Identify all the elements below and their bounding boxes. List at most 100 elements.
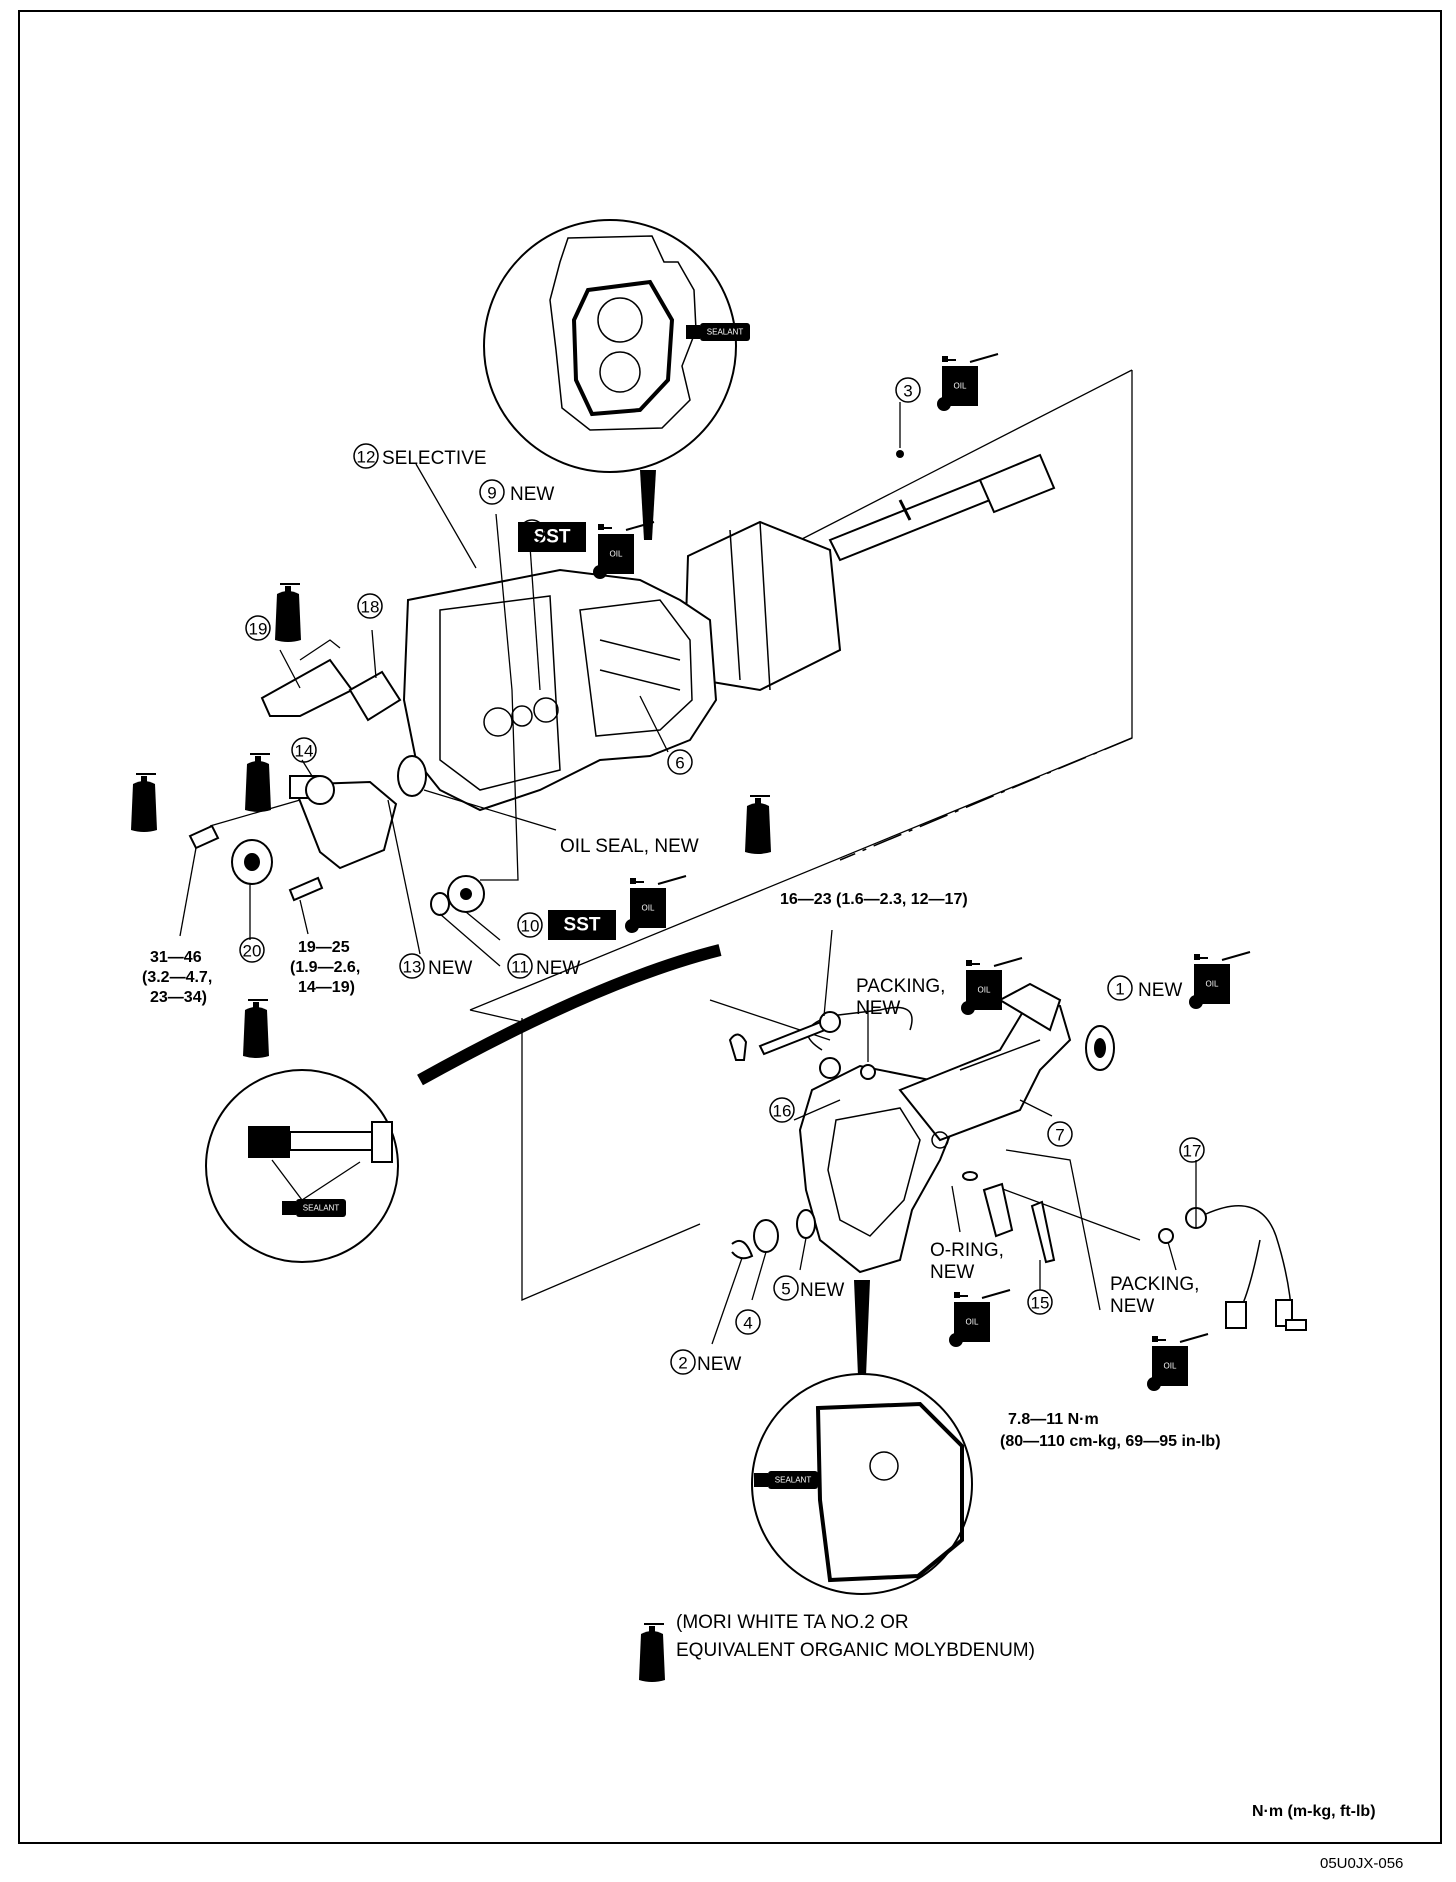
- oil-seal-1-bore: [1094, 1038, 1106, 1058]
- release-bearing: [348, 670, 402, 722]
- grease-can-icon: [744, 795, 772, 855]
- callout-13: 13 NEW: [399, 953, 472, 979]
- sealant-tube-icon: SEALANT: [754, 1471, 818, 1489]
- seal-11: [430, 892, 450, 916]
- callout-4: 4: [735, 1309, 761, 1335]
- sst-badge: SST: [548, 910, 616, 940]
- spring-clip: [299, 639, 341, 661]
- leader-line: [387, 799, 421, 955]
- callout-7: 7: [1047, 1121, 1073, 1147]
- pivot-bolt: [188, 824, 220, 850]
- svg-text:NEW: NEW: [510, 484, 554, 505]
- oil-can-icon: OIL: [936, 353, 999, 412]
- leader-line: [495, 513, 513, 691]
- svg-text:18: 18: [361, 598, 380, 617]
- torque-7.8-11-line2: (80—110 cm-kg, 69—95 in-lb): [1000, 1433, 1221, 1450]
- detail-circle-bottom: SEALANT: [751, 1280, 973, 1595]
- packing-new-label-upper-1: PACKING,: [856, 976, 945, 997]
- units-legend: N·m (m-kg, ft-lb): [1252, 1803, 1376, 1820]
- svg-text:6: 6: [675, 754, 684, 773]
- svg-text:3: 3: [903, 382, 912, 401]
- sealant-tube-icon: SEALANT: [282, 1199, 346, 1217]
- svg-text:NEW: NEW: [428, 958, 472, 979]
- speedometer-gear-15: [982, 1182, 1014, 1238]
- leader-line: [639, 695, 669, 753]
- leader-line: [480, 689, 519, 881]
- oil-seal-new-label: OIL SEAL, NEW: [560, 836, 699, 857]
- leader-line: [1167, 1241, 1177, 1271]
- leader-line: [371, 629, 377, 679]
- retainer-bolt: [288, 876, 324, 902]
- sealant-tube-icon: SEALANT: [686, 323, 750, 341]
- callout-5: 5 NEW: [773, 1275, 844, 1301]
- callout-11: 11 NEW: [507, 953, 580, 979]
- svg-text:7: 7: [1055, 1126, 1064, 1145]
- packing-new-label-lower-1: PACKING,: [1110, 1274, 1199, 1295]
- torque-19-25-line3: 14—19): [298, 979, 355, 996]
- svg-text:SELECTIVE: SELECTIVE: [382, 448, 487, 469]
- callout-15: 15: [1027, 1289, 1053, 1315]
- torque-16-23: 16—23 (1.6—2.3, 12—17): [780, 891, 968, 908]
- oil-can-icon: OIL: [960, 957, 1023, 1016]
- leader-line: [751, 1251, 767, 1301]
- packing-new-label-lower-2: NEW: [1110, 1296, 1154, 1317]
- bolt-15: [1030, 1200, 1056, 1264]
- oil-can-icon: OIL: [592, 521, 655, 580]
- bolt-head: [819, 1011, 841, 1033]
- svg-text:11: 11: [511, 958, 529, 977]
- speed-sensor-harness-17: [1185, 1205, 1307, 1331]
- svg-text:12: 12: [357, 448, 376, 467]
- main-transmission-case: [402, 453, 1056, 812]
- leader-line: [529, 545, 541, 691]
- grease-can-icon: [638, 1623, 666, 1683]
- bolt-clip: [728, 1033, 748, 1061]
- detail-circle-bolt: SEALANT: [205, 1069, 399, 1263]
- leader-line: [423, 789, 557, 831]
- packing-16: [860, 1064, 876, 1080]
- diagram-border: [18, 10, 1442, 1844]
- oil-can-icon: OIL: [1146, 1333, 1209, 1392]
- svg-text:15: 15: [1031, 1294, 1050, 1313]
- callout-1: 1 NEW: [1107, 975, 1182, 1001]
- detail-circle-top: SEALANT: [483, 219, 750, 540]
- bearing-4: [753, 1219, 779, 1253]
- svg-text:OIL: OIL: [1164, 1362, 1177, 1371]
- svg-text:1: 1: [1115, 980, 1124, 999]
- grease-can-icon: [274, 583, 302, 643]
- detail-pointer: [640, 470, 656, 540]
- svg-text:OIL: OIL: [642, 904, 655, 913]
- leader-line: [823, 929, 833, 1017]
- dashed-centerline: [839, 737, 1133, 861]
- callout-10: 10: [517, 912, 543, 938]
- svg-text:5: 5: [781, 1280, 790, 1299]
- svg-text:SST: SST: [564, 915, 601, 936]
- sensor-16: [819, 1057, 841, 1079]
- svg-text:19: 19: [249, 620, 268, 639]
- svg-text:SST: SST: [534, 527, 571, 548]
- svg-text:10: 10: [521, 917, 540, 936]
- torque-19-25-line2: (1.9—2.6,: [290, 959, 360, 976]
- svg-text:13: 13: [403, 958, 422, 977]
- svg-text:17: 17: [1183, 1142, 1202, 1161]
- svg-text:14: 14: [295, 742, 314, 761]
- leader-line: [179, 847, 197, 937]
- release-fork: [260, 658, 354, 717]
- svg-text:4: 4: [743, 1314, 752, 1333]
- callout-14: 14: [291, 737, 317, 763]
- detail-arrow: [417, 944, 722, 1086]
- torque-31-46-line3: 23—34): [150, 989, 207, 1006]
- assembly-boundary-line: [521, 1018, 701, 1301]
- grease-note-line1: (MORI WHITE TA NO.2 OR: [676, 1612, 909, 1633]
- grease-note-line2: EQUIVALENT ORGANIC MOLYBDENUM): [676, 1640, 1035, 1661]
- svg-text:NEW: NEW: [800, 1280, 844, 1301]
- grease-can-icon: [242, 999, 270, 1059]
- svg-text:20: 20: [243, 942, 262, 961]
- torque-31-46-line1: 31—46: [150, 949, 202, 966]
- svg-text:SEALANT: SEALANT: [303, 1204, 340, 1213]
- extension-housing: [798, 982, 1072, 1274]
- callout-18: 18: [357, 593, 383, 619]
- callout-20: 20: [239, 937, 265, 963]
- part-3-ball: [896, 450, 904, 458]
- oring-new-label-2: NEW: [930, 1262, 974, 1283]
